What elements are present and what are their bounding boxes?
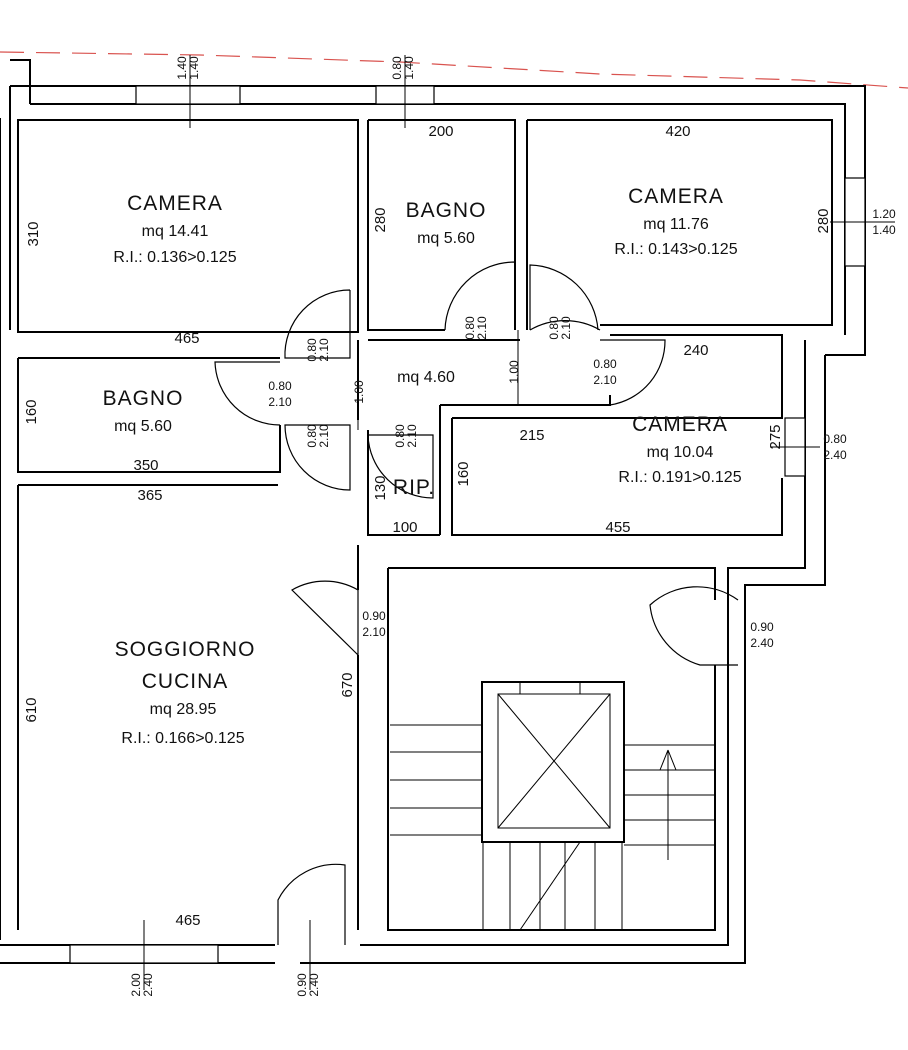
svg-text:0.80: 0.80 [305,338,319,362]
opening-label-d-bagno-n: 0.80 2.10 [463,316,489,340]
dim-215: 215 [519,427,544,444]
svg-text:2.00: 2.00 [129,973,143,997]
svg-text:0.90: 0.90 [362,609,386,623]
dim-420: 420 [665,123,690,140]
opening-label-d-cam-nw: 0.80 2.10 [305,338,331,362]
room-area-corridor: mq 4.60 [397,369,455,386]
property-line [0,51,908,89]
dim-610: 610 [23,697,40,722]
dim-465-top: 465 [174,330,199,347]
svg-text:0.80: 0.80 [268,379,292,393]
opening-label-w-bottom1: 2.00 2.40 [129,973,155,997]
dim-280-camera: 280 [815,208,832,233]
svg-text:2.40: 2.40 [141,973,155,997]
svg-text:0.80: 0.80 [390,56,404,80]
room-name-cucina: CUCINA [142,670,229,693]
svg-text:0.80: 0.80 [393,424,407,448]
dim-100-corridor-a: 1.00 [352,380,366,404]
stair [390,681,715,931]
svg-text:0.90: 0.90 [750,620,774,634]
dim-200: 200 [428,123,453,140]
svg-text:0.80: 0.80 [463,316,477,340]
room-ri-soggiorno: R.I.: 0.166>0.125 [121,730,244,747]
svg-text:0.80: 0.80 [547,316,561,340]
dim-160-rip: 160 [455,461,472,486]
room-area-soggiorno: mq 28.95 [150,701,217,718]
svg-text:2.40: 2.40 [823,448,847,462]
svg-text:2.10: 2.10 [317,424,331,448]
dim-670: 670 [339,672,356,697]
svg-text:2.10: 2.10 [593,373,617,387]
opening-label-d-entry: 0.90 2.10 [362,609,386,639]
doors [214,261,739,945]
svg-text:1.40: 1.40 [872,223,896,237]
svg-text:0.90: 0.90 [295,973,309,997]
opening-label-d-bagno-w2: 0.80 2.10 [305,424,331,448]
dim-465-bottom: 465 [175,912,200,929]
room-name-soggiorno: SOGGIORNO [115,638,256,661]
opening-label-d-rip: 0.80 2.10 [393,424,419,448]
svg-text:1.40: 1.40 [402,56,416,80]
svg-text:0.80: 0.80 [593,357,617,371]
interior-walls [17,119,833,931]
dim-100-corridor-b: 1.00 [507,360,521,384]
room-ri-camera-ne: R.I.: 0.143>0.125 [614,241,737,258]
opening-label-w-right1: 1.20 1.40 [872,207,896,237]
opening-label-d-bagno-w: 0.80 2.10 [268,379,292,409]
svg-text:1.40: 1.40 [175,56,189,80]
room-ri-camera-e: R.I.: 0.191>0.125 [618,469,741,486]
opening-label-w-top2: 0.80 1.40 [390,56,416,80]
room-area-bagno-n: mq 5.60 [417,230,475,247]
dim-455: 455 [605,519,630,536]
room-name-camera-nw: CAMERA [127,192,223,215]
dim-240: 240 [683,342,708,359]
svg-text:0.80: 0.80 [305,424,319,448]
room-name-bagno-w: BAGNO [103,387,184,410]
windows [69,55,895,990]
dim-130: 130 [372,475,389,500]
svg-text:1.20: 1.20 [872,207,896,221]
svg-text:2.10: 2.10 [475,316,489,340]
opening-label-w-top1: 1.40 1.40 [175,56,201,80]
room-area-camera-e: mq 10.04 [647,444,714,461]
opening-label-w-right2: 0.80 2.40 [823,432,847,462]
svg-text:2.10: 2.10 [405,424,419,448]
svg-text:2.40: 2.40 [307,973,321,997]
room-name-camera-e: CAMERA [632,413,728,436]
room-area-camera-ne: mq 11.76 [643,216,709,233]
svg-text:0.80: 0.80 [823,432,847,446]
room-area-bagno-w: mq 5.60 [114,418,172,435]
svg-text:2.10: 2.10 [317,338,331,362]
dim-310: 310 [25,221,42,246]
svg-text:2.10: 2.10 [268,395,292,409]
svg-text:2.10: 2.10 [559,316,573,340]
room-ri-camera-nw: R.I.: 0.136>0.125 [113,249,236,266]
room-area-camera-nw: mq 14.41 [142,223,209,240]
dim-365: 365 [137,487,162,504]
dim-350: 350 [133,457,158,474]
svg-text:2.10: 2.10 [362,625,386,639]
svg-text:2.40: 2.40 [750,636,774,650]
dim-160-bagno: 160 [23,399,40,424]
dim-280-bagno: 280 [372,207,389,232]
dim-275: 275 [767,424,784,449]
opening-label-d-cam-e: 0.80 2.10 [593,357,617,387]
svg-text:1.40: 1.40 [187,56,201,80]
room-name-bagno-n: BAGNO [406,199,487,222]
opening-label-d-stair: 0.90 2.40 [750,620,774,650]
opening-label-d-cam-ne: 0.80 2.10 [547,316,573,340]
room-name-camera-ne: CAMERA [628,185,724,208]
dim-100: 100 [392,519,417,536]
opening-label-w-bottom2: 0.90 2.40 [295,973,321,997]
room-name-rip: RIP. [393,476,435,499]
